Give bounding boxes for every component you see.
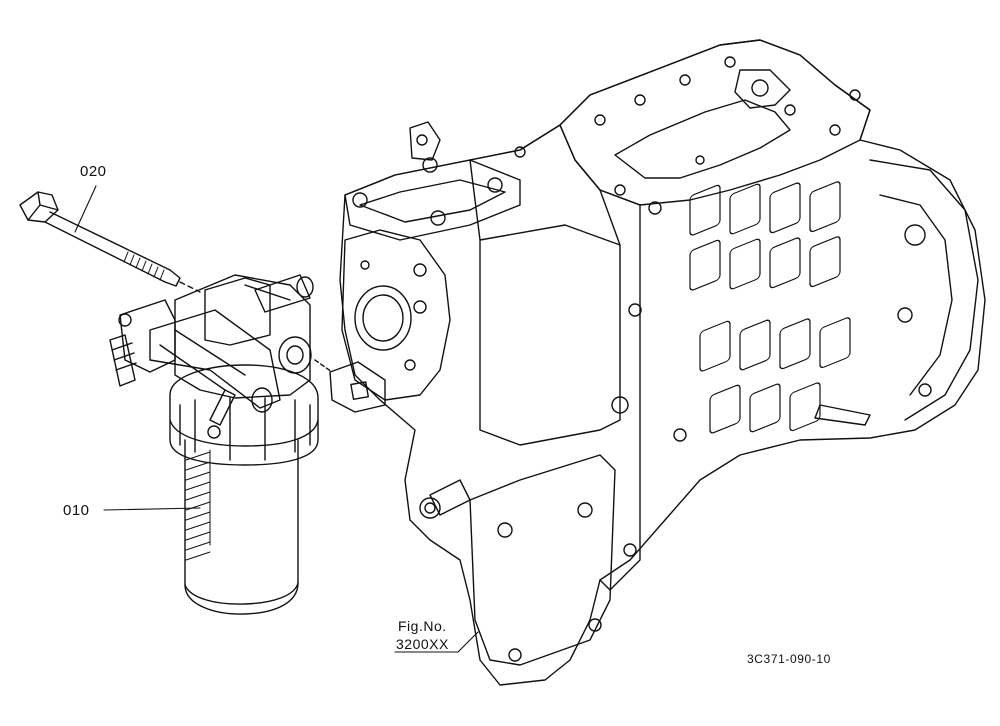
fuel-filter-assembly (109, 274, 386, 615)
figure-reference-label: Fig.No. (398, 618, 447, 634)
leader-line-010 (103, 507, 201, 511)
drawing-code: 3C371-090-10 (747, 652, 831, 666)
transmission-housing (339, 39, 986, 686)
callout-label-010: 010 (63, 502, 90, 519)
leader-lines (74, 185, 479, 653)
mounting-bracket (419, 454, 616, 666)
callout-label-020: 020 (80, 163, 107, 180)
figure-reference-number: 3200XX (396, 636, 449, 652)
leader-line-figure-reference (394, 631, 479, 653)
long-bolt (19, 191, 201, 293)
leader-line-020 (74, 185, 97, 233)
filter-hatching (185, 449, 211, 561)
